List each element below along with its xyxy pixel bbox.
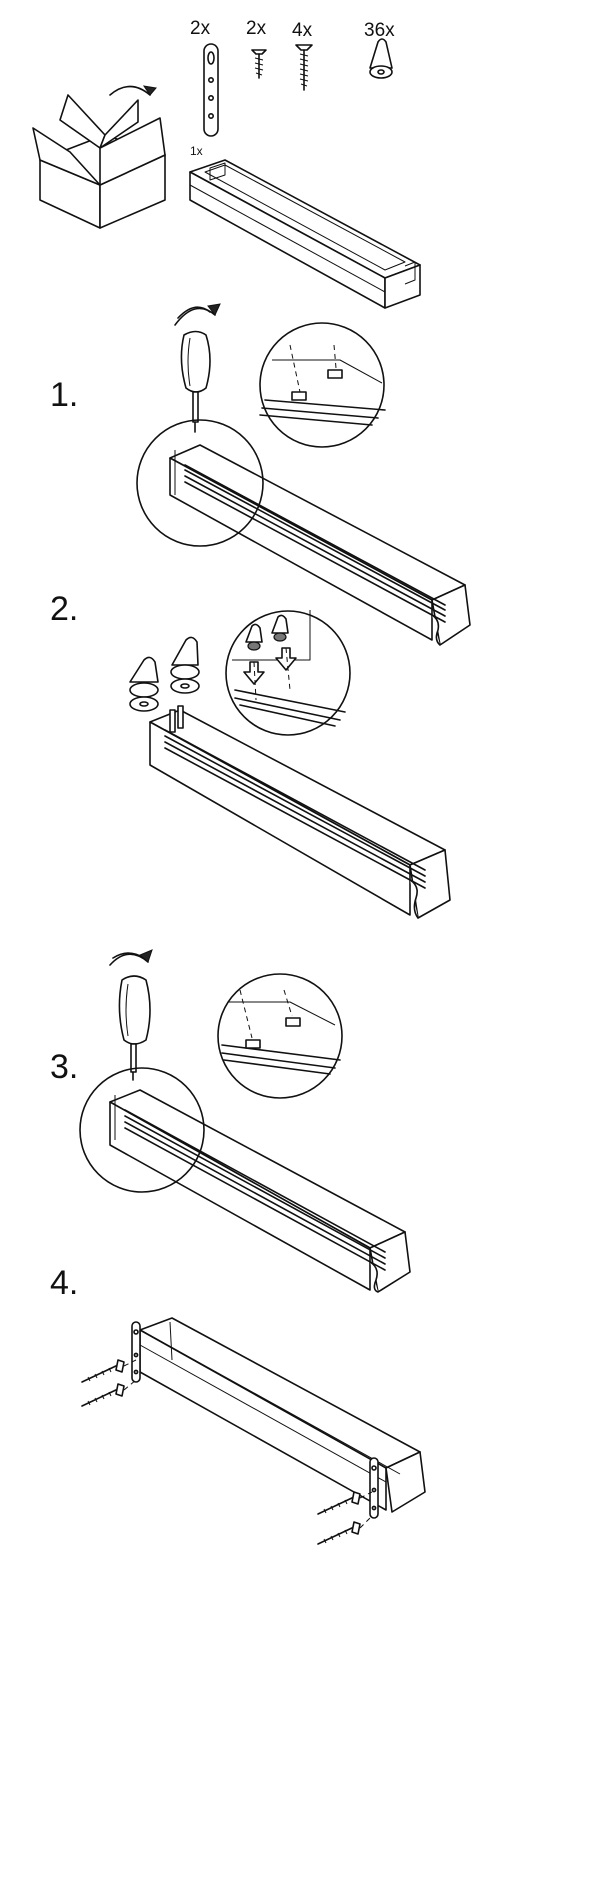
- step-4-number: 4.: [50, 1264, 79, 1302]
- step-1-detail-circle-small: [136, 419, 264, 547]
- step-3-detail-circle-small: [79, 1067, 205, 1193]
- step-4-valance-rail: [139, 1317, 426, 1513]
- step-1-screwdriver-icon: [174, 303, 221, 433]
- wall-bracket-icon: [203, 43, 219, 137]
- step-3-number: 3.: [50, 1048, 79, 1086]
- step-3-screwdriver-icon: [109, 949, 153, 1081]
- step-4-right-screws-icon: [317, 1491, 373, 1545]
- step-2-zoom-detail: [225, 610, 351, 736]
- curtain-glider-icon: [369, 38, 393, 79]
- open-box-icon: [32, 85, 166, 229]
- valance-board: [189, 159, 421, 309]
- step-2-glider-icon: [129, 636, 200, 712]
- step-4-left-bracket-icon: [131, 1321, 141, 1383]
- short-screw-icon: [251, 49, 267, 79]
- glider-quantity: 36x: [364, 20, 395, 41]
- long-screw-quantity: 4x: [292, 20, 313, 41]
- long-screw-icon: [295, 44, 313, 91]
- step-1-number: 1.: [50, 376, 79, 414]
- step-4-left-screws-icon: [81, 1359, 137, 1407]
- step-3-valance-rail: [109, 1089, 411, 1293]
- short-screw-quantity: 2x: [246, 18, 267, 39]
- step-4-right-bracket-icon: [369, 1457, 379, 1519]
- step-1-valance-rail: [169, 444, 471, 646]
- step-2-valance-rail: [149, 705, 451, 919]
- bracket-quantity: 2x: [190, 18, 211, 39]
- step-3-zoom-detail: [217, 973, 343, 1099]
- step-1-zoom-detail: [259, 322, 386, 448]
- valance-quantity: 1x: [190, 144, 203, 158]
- step-2-number: 2.: [50, 590, 79, 628]
